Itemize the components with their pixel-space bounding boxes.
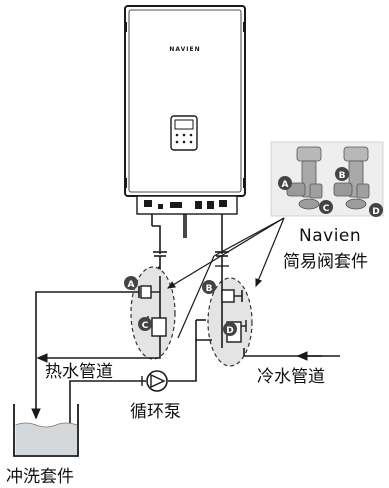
return-pipe [69,319,212,424]
kit-pointer-lines [166,217,285,339]
svg-text:C: C [323,204,330,214]
marker-b-kit: B [335,167,349,181]
heater-bottom-connections [136,195,238,238]
flush-tank [13,404,79,457]
svg-text:B: B [339,171,346,181]
cold-water-pipe-label: 冷水管道 [257,367,325,387]
svg-text:A: A [128,280,135,290]
control-panel [170,115,198,151]
svg-text:NAVIEN: NAVIEN [169,46,200,53]
svg-text:C: C [142,321,149,331]
valve-kit-photo-left [286,146,323,210]
marker-d-diagram: D [223,322,237,336]
marker-a-diagram: A [124,276,138,290]
marker-a-kit: A [278,176,292,190]
hot-branch-to-tank [31,291,139,420]
svg-text:B: B [206,284,213,294]
svg-text:D: D [226,326,233,336]
marker-b-diagram: B [202,280,216,294]
hot-valve-zone [130,266,176,360]
brand-logo: NAVIEN [169,46,200,53]
svg-text:D: D [372,207,379,217]
valve-kit-photo-right [333,146,370,210]
circulation-pump-symbol [141,370,168,392]
marker-d-kit: D [369,203,383,217]
water-heater: NAVIEN [124,5,246,238]
cold-water-pipe [243,348,340,361]
valve-kit-title-line1: Navien [299,226,362,246]
hot-outlet-pipe [152,225,167,262]
valve-kit-title-line2: 简易阀套件 [283,252,368,272]
valve-b [221,289,243,303]
svg-text:A: A [282,180,289,190]
circulation-pump-label: 循环泵 [130,402,181,422]
hot-water-pipe [36,346,161,363]
marker-c-diagram: C [138,317,152,331]
marker-c-kit: C [319,200,333,214]
hot-water-pipe-label: 热水管道 [45,362,113,382]
flush-kit-label: 冲洗套件 [6,467,74,487]
